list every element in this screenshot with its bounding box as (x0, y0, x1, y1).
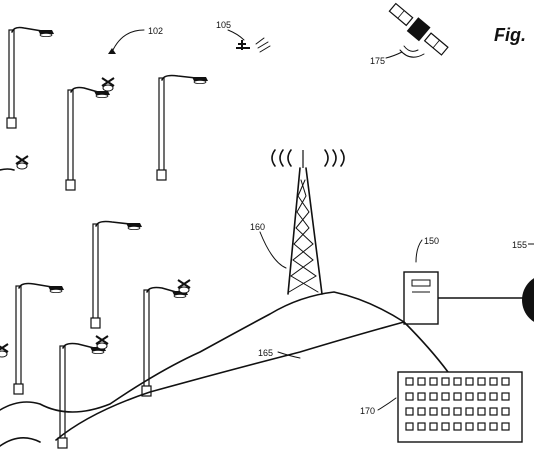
streetlight-9-partial (0, 343, 9, 358)
label-170: 170 (360, 406, 375, 416)
label-175: 175 (370, 56, 385, 66)
label-160: 160 (250, 222, 265, 232)
streetlight-4-partial (0, 155, 29, 171)
label-165: 165 (258, 348, 273, 358)
terrain (0, 291, 405, 413)
streetlight-7 (141, 279, 191, 397)
label-155: 155 (512, 240, 527, 250)
globe: 155 (512, 240, 534, 322)
label-105: 105 (216, 20, 231, 30)
radio-tower: 160 (250, 149, 345, 295)
streetlight-1 (6, 26, 55, 129)
wired-link: 165 (0, 321, 449, 447)
satellite: 175 (370, 2, 449, 66)
streetlight-6 (13, 282, 65, 395)
hub-device: 150 (403, 236, 439, 325)
streetlight-8 (57, 335, 109, 449)
label-150: 150 (424, 236, 439, 246)
callout-102: 102 (108, 26, 163, 54)
control-panel: 170 (360, 371, 523, 443)
streetlight-3 (156, 74, 209, 181)
streetlight-2 (65, 77, 115, 191)
drone: 105 (216, 20, 271, 53)
streetlight-5 (90, 220, 143, 329)
label-102: 102 (148, 26, 163, 36)
figure-title: Fig. (494, 25, 526, 45)
